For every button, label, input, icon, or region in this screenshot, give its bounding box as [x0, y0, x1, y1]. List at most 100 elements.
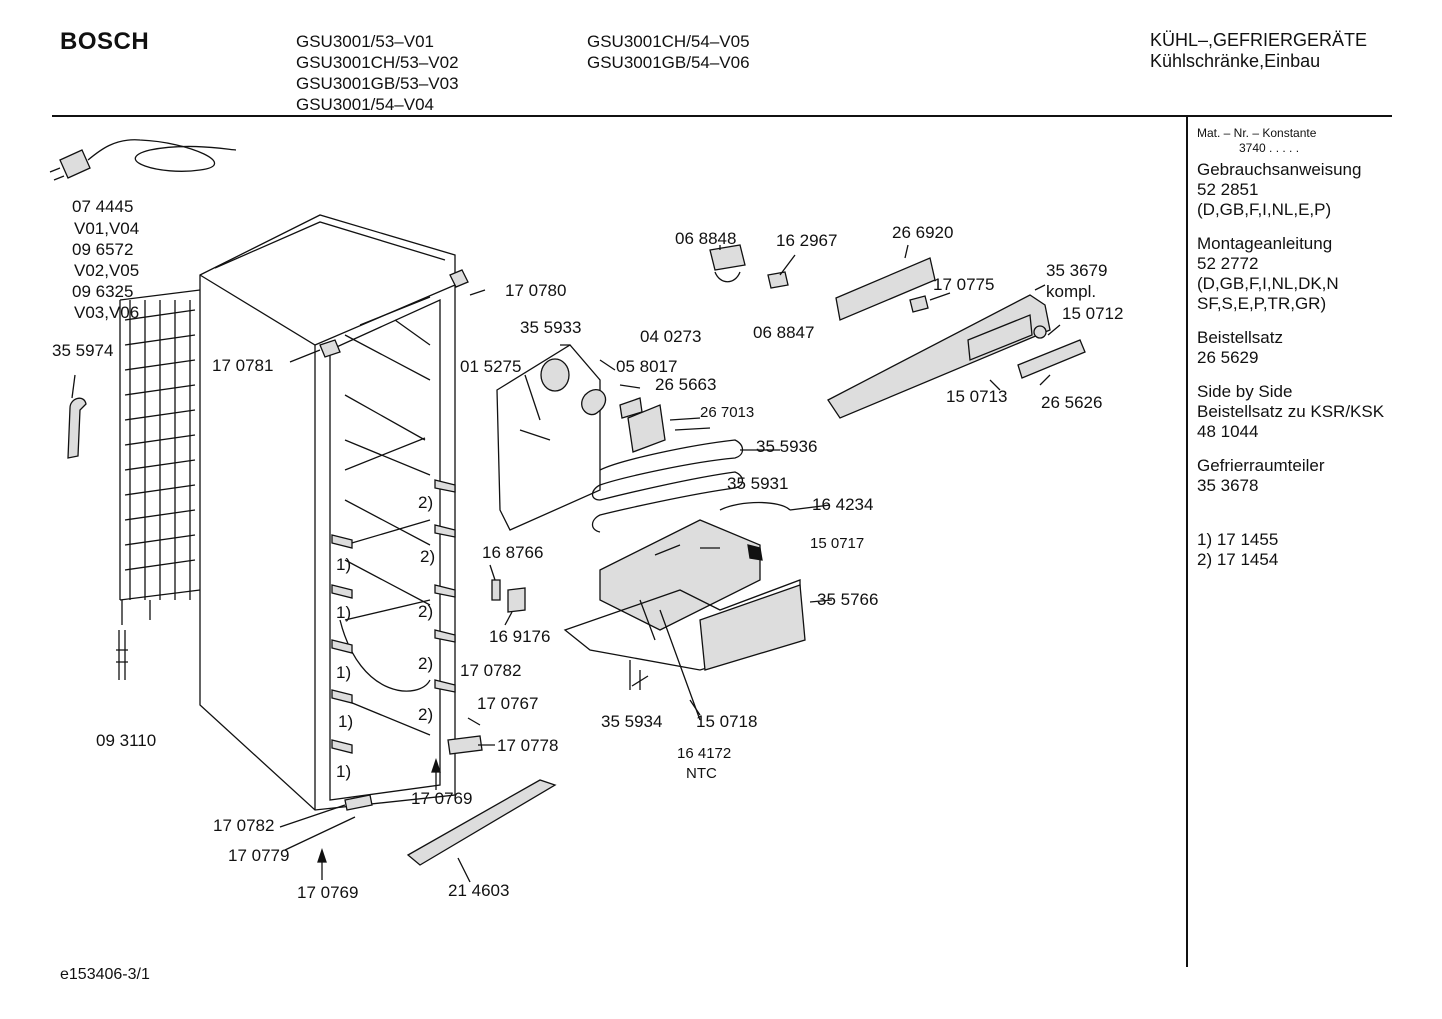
- model-list-secondary: GSU3001CH/54–V05 GSU3001GB/54–V06: [587, 31, 750, 73]
- note-group-manual: Gebrauchsanweisung 52 2851 (D,GB,F,I,NL,…: [1197, 160, 1437, 220]
- sidebar-notes: Mat. – Nr. – Konstante 3740 . . . . . Ge…: [1197, 126, 1437, 570]
- note-line: 26 5629: [1197, 348, 1259, 367]
- note-group-kit: Beistellsatz 26 5629: [1197, 328, 1437, 368]
- category-title: KÜHL–,GEFRIERGERÄTE: [1150, 30, 1368, 50]
- note-line: Montageanleitung: [1197, 234, 1333, 253]
- part-label: 17 0779: [228, 846, 290, 865]
- note-line: 52 2851: [1197, 180, 1259, 199]
- callout-marker: 1): [336, 663, 352, 682]
- part-label: 35 5933: [520, 318, 582, 337]
- part-label: 15 0717: [810, 535, 865, 552]
- part-label: 17 0781: [212, 356, 274, 375]
- part-label: 35 5936: [756, 437, 818, 456]
- part-label: NTC: [686, 765, 717, 782]
- part-label: 26 5663: [655, 375, 717, 394]
- model-number: GSU3001CH/53–V02: [296, 53, 459, 72]
- part-label: 17 0769: [411, 789, 473, 808]
- model-number: GSU3001CH/54–V05: [587, 32, 750, 51]
- evaporator-coil-drawing: [591, 439, 780, 533]
- part-label: 05 8017: [616, 357, 678, 376]
- model-number: GSU3001GB/53–V03: [296, 74, 459, 93]
- freezer-drawer-drawing: [563, 501, 806, 721]
- part-label: 16 9176: [489, 627, 551, 646]
- part-label: 35 5766: [817, 590, 879, 609]
- part-label: 16 4234: [812, 495, 874, 514]
- control-board-drawing: [835, 257, 936, 321]
- part-label: 15 0712: [1062, 304, 1124, 323]
- exploded-parts-diagram: [49, 139, 1086, 883]
- callout-marker: 2): [420, 547, 436, 566]
- note-line: (D,GB,F,I,NL,E,P): [1197, 200, 1332, 219]
- part-label: 17 0775: [933, 275, 995, 294]
- part-label: 17 0782: [213, 816, 275, 835]
- power-cord-drawing: [49, 139, 237, 181]
- model-number: GSU3001GB/54–V06: [587, 53, 750, 72]
- sidebar-divider: [1186, 115, 1188, 967]
- model-number: GSU3001/53–V01: [296, 32, 434, 51]
- part-label: 01 5275: [460, 357, 522, 376]
- part-label: 26 6920: [892, 223, 954, 242]
- mat-value: 3740 . . . . .: [1239, 141, 1300, 155]
- part-label: V02,V05: [74, 261, 140, 280]
- part-label: 07 4445: [72, 197, 134, 216]
- note-line: 48 1044: [1197, 422, 1259, 441]
- callout-marker: 2): [418, 705, 434, 724]
- part-label: 04 0273: [640, 327, 702, 346]
- note-line: (D,GB,F,I,NL,DK,N: [1197, 274, 1339, 293]
- footnote-1: 1) 17 1455: [1197, 530, 1279, 549]
- note-line: Gefrierraumteiler: [1197, 456, 1325, 475]
- part-label: 26 7013: [700, 404, 755, 421]
- part-label: 06 8848: [675, 229, 737, 248]
- part-label: 17 0778: [497, 736, 559, 755]
- part-label: kompl.: [1046, 282, 1097, 301]
- part-label: 26 5626: [1041, 393, 1103, 412]
- brand-logo: BOSCH: [60, 28, 150, 55]
- note-group-footnotes: 1) 17 1455 2) 17 1454: [1197, 510, 1437, 570]
- callout-marker: 1): [338, 712, 354, 731]
- callout-marker: 1): [336, 555, 352, 574]
- note-group-divider: Gefrierraumteiler 35 3678: [1197, 456, 1437, 496]
- note-line: [1197, 510, 1437, 530]
- part-label: 15 0718: [696, 712, 758, 731]
- note-line: Beistellsatz: [1197, 328, 1283, 347]
- part-label: 09 3110: [96, 731, 157, 750]
- part-label: 16 2967: [776, 231, 838, 250]
- note-line: Side by Side: [1197, 382, 1293, 401]
- part-label: 09 6325: [72, 282, 134, 301]
- part-label: 17 0780: [505, 281, 567, 300]
- callout-marker: 1): [336, 603, 352, 622]
- note-line: Beistellsatz zu KSR/KSK: [1197, 402, 1385, 421]
- category-subtitle: Kühlschränke,Einbau: [1150, 51, 1321, 71]
- model-list-primary: GSU3001/53–V01 GSU3001CH/53–V02 GSU3001G…: [296, 31, 459, 115]
- part-label: 17 0782: [460, 661, 522, 680]
- part-label: V01,V04: [74, 219, 140, 238]
- header-divider: [52, 115, 1392, 117]
- part-label: 35 3679: [1046, 261, 1108, 280]
- callout-marker: 2): [418, 602, 434, 621]
- part-label: 35 5974: [52, 341, 114, 360]
- kick-plate-drawing: [406, 779, 557, 866]
- part-label: 21 4603: [448, 881, 510, 900]
- note-line: 35 3678: [1197, 476, 1259, 495]
- part-label: 09 6572: [72, 240, 134, 259]
- callout-marker: 1): [336, 762, 352, 781]
- part-label: 15 0713: [946, 387, 1008, 406]
- condenser-drawing: [119, 289, 201, 625]
- part-label: 35 5931: [727, 474, 789, 493]
- part-label: 16 8766: [482, 543, 544, 562]
- callout-marker: 2): [418, 493, 434, 512]
- mat-label: Mat. – Nr. – Konstante: [1197, 126, 1317, 140]
- footnote-2: 2) 17 1454: [1197, 550, 1279, 569]
- note-group-installation: Montageanleitung 52 2772 (D,GB,F,I,NL,DK…: [1197, 234, 1437, 314]
- document-id: e153406-3/1: [60, 966, 150, 983]
- note-line: Gebrauchsanweisung: [1197, 160, 1362, 179]
- control-panel-drawing: [827, 294, 1051, 419]
- note-group-side-by-side: Side by Side Beistellsatz zu KSR/KSK 48 …: [1197, 382, 1437, 442]
- part-label: 06 8847: [753, 323, 815, 342]
- part-label: 17 0767: [477, 694, 539, 713]
- product-category: KÜHL–,GEFRIERGERÄTE Kühlschränke,Einbau: [1150, 30, 1367, 72]
- part-label: 35 5934: [601, 712, 663, 731]
- callout-marker: 2): [418, 654, 434, 673]
- part-label: V03,V06: [74, 303, 140, 322]
- note-line: 52 2772: [1197, 254, 1259, 273]
